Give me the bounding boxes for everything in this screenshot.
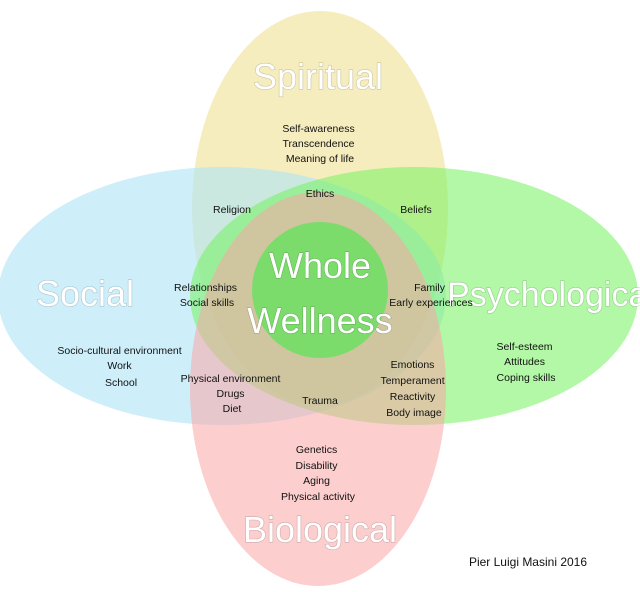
biological-title: Biological: [243, 509, 397, 550]
center-title-line2: Wellness: [247, 300, 392, 341]
biological-center-labels: Trauma: [302, 395, 338, 407]
spiritual-title: Spiritual: [253, 56, 383, 97]
spiritual-labels: Self-awareness Transcendence Meaning of …: [282, 123, 357, 165]
whole-wellness-circle: [252, 222, 388, 358]
spiritual-center-labels: Ethics: [306, 188, 335, 200]
social-biological-labels: Physical environment Drugs Diet: [181, 373, 284, 415]
social-labels: Socio-cultural environment Work School: [57, 345, 184, 389]
biological-labels: Genetics Disability Aging Physical activ…: [281, 444, 356, 503]
center-title-line1: Whole: [269, 245, 371, 286]
psychological-title: Psychological: [447, 276, 640, 314]
psychological-labels: Self-esteem Attitudes Coping skills: [497, 341, 556, 384]
author-credit: Pier Luigi Masini 2016: [469, 555, 587, 569]
psychological-biological-labels: Emotions Temperament Reactivity Body ima…: [380, 359, 447, 419]
spiritual-social-labels: Religion: [213, 204, 251, 216]
social-title: Social: [36, 273, 134, 314]
spiritual-psychological-labels: Beliefs: [400, 204, 432, 216]
psychological-center-labels: Family Early experiences: [389, 282, 472, 309]
social-center-labels: Relationships Social skills: [174, 282, 240, 309]
